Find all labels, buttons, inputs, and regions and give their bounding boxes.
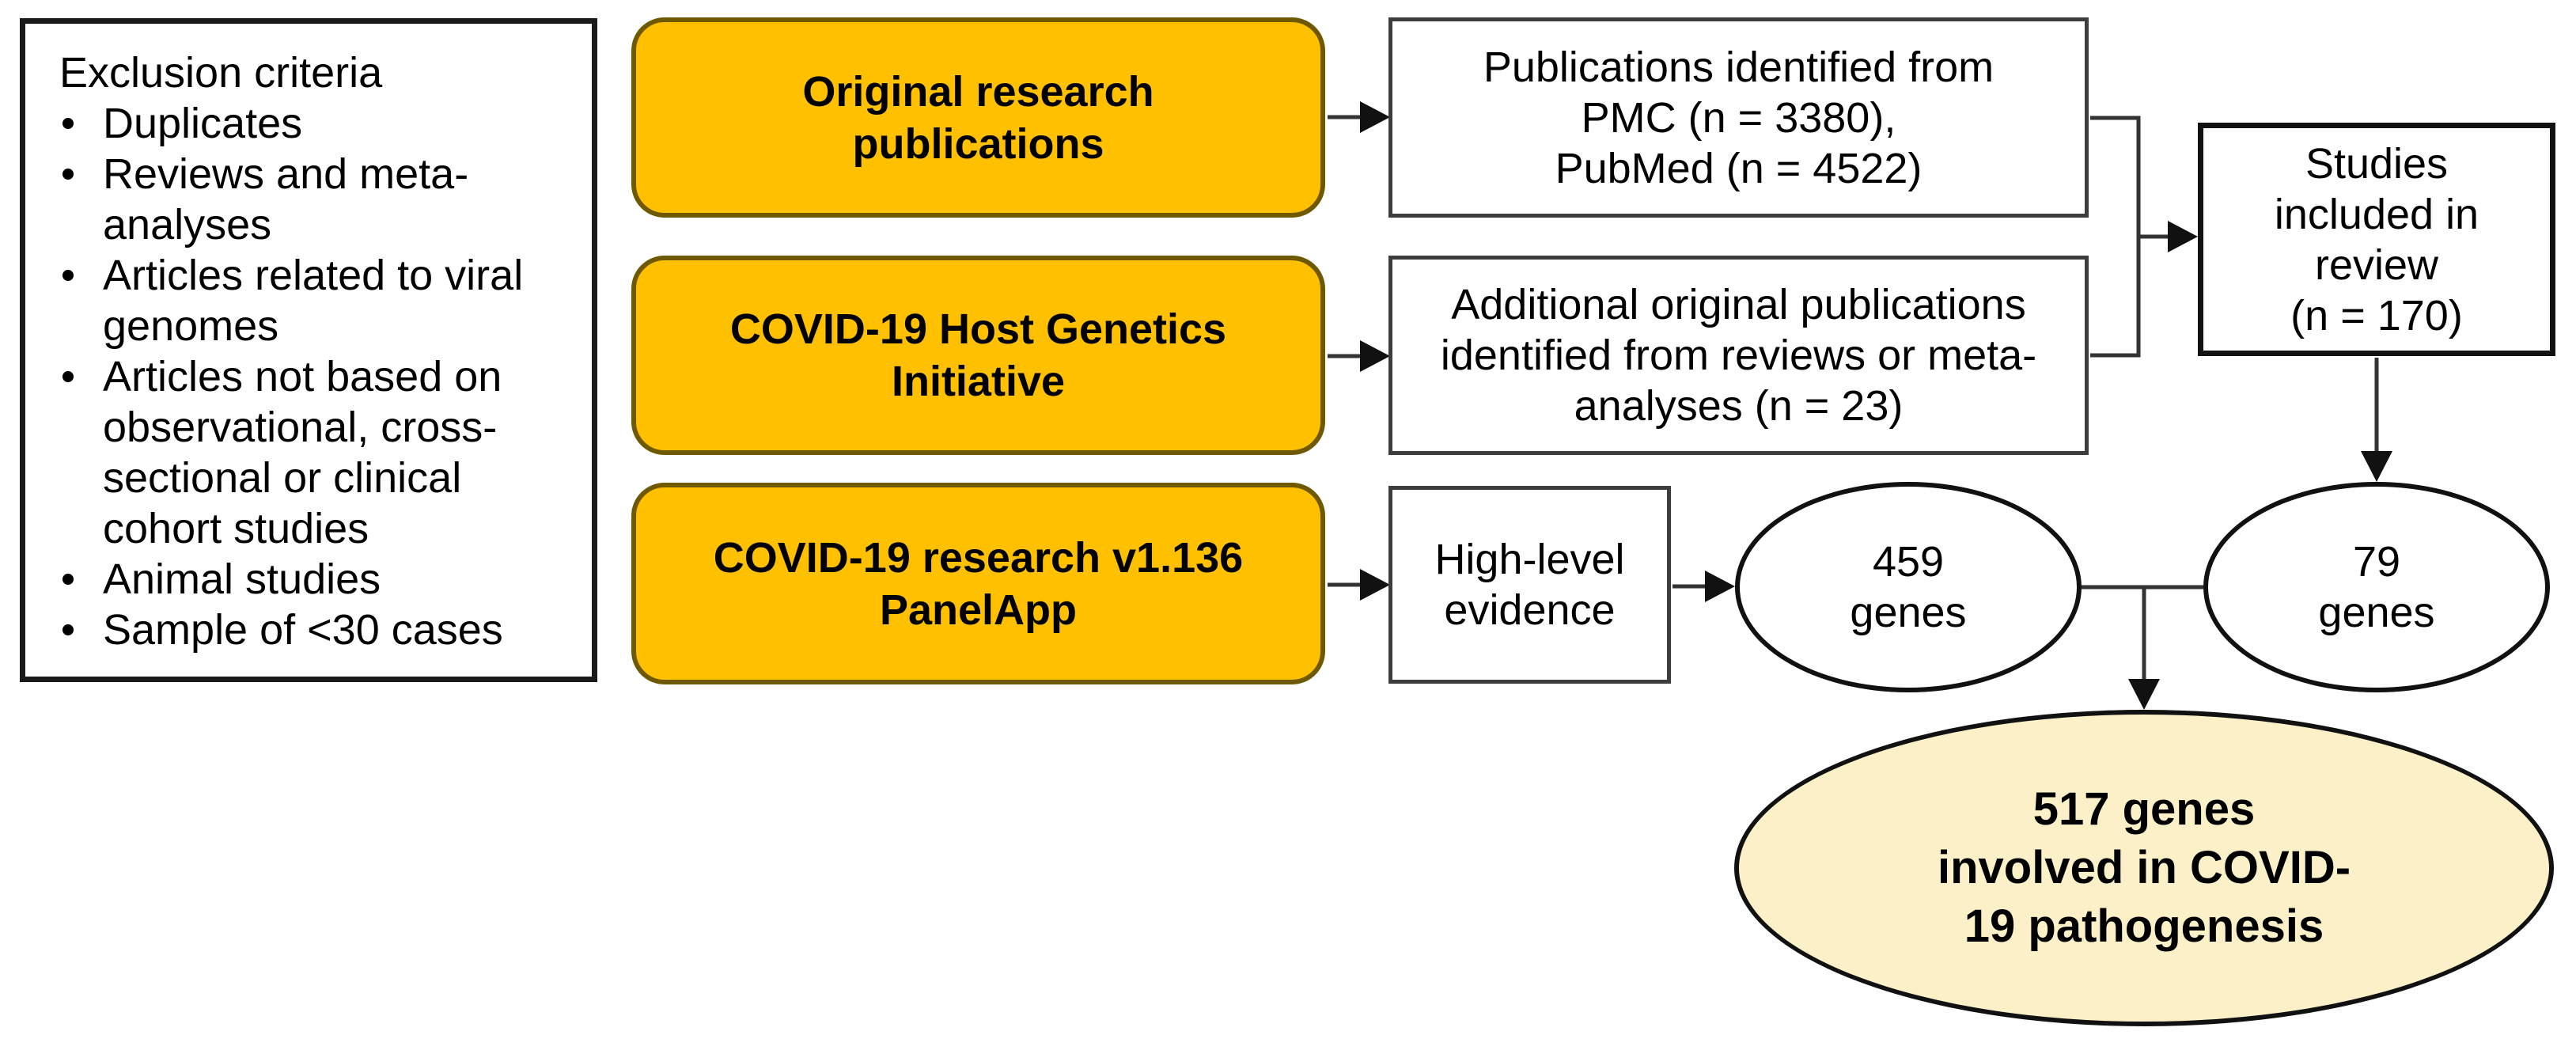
source-host-genetics-box: COVID-19 Host Genetics Initiative bbox=[631, 256, 1325, 455]
arrowhead-icon bbox=[1360, 569, 1390, 601]
additional-publications-label: Additional original publications identif… bbox=[1440, 281, 2037, 430]
bullet-icon bbox=[63, 624, 74, 635]
arrowhead-icon bbox=[1360, 101, 1390, 133]
genes-517-final-label: 517 genes involved in COVID- 19 pathogen… bbox=[1937, 783, 2351, 952]
genes-459-ellipse: 459 genes bbox=[1735, 482, 2082, 692]
exclusion-item: Articles related to viral genomes bbox=[59, 250, 578, 351]
studies-included-box: Studies included in review (n = 170) bbox=[2198, 123, 2555, 356]
genes-79-ellipse: 79 genes bbox=[2203, 482, 2550, 692]
high-level-evidence-label: High-level evidence bbox=[1434, 536, 1625, 634]
publications-identified-label: Publications identified from PMC (n = 33… bbox=[1483, 43, 1995, 192]
genes-79-label: 79 genes bbox=[2318, 538, 2435, 636]
bullet-icon bbox=[63, 574, 74, 585]
arrowhead-icon bbox=[2128, 679, 2160, 710]
exclusion-item: Sample of <30 cases bbox=[59, 605, 578, 655]
source-host-genetics-label: COVID-19 Host Genetics Initiative bbox=[729, 305, 1227, 405]
exclusion-title: Exclusion criteria bbox=[59, 49, 383, 97]
high-level-evidence-box: High-level evidence bbox=[1388, 486, 1671, 684]
exclusion-item: Animal studies bbox=[59, 554, 578, 605]
source-original-research-box: Original research publications bbox=[631, 17, 1325, 218]
arrowhead-icon bbox=[1360, 340, 1390, 372]
exclusion-item: Reviews and meta- analyses bbox=[59, 149, 578, 250]
bullet-icon bbox=[63, 118, 74, 129]
studies-included-label: Studies included in review (n = 170) bbox=[2274, 139, 2479, 339]
exclusion-item: Articles not based on observational, cro… bbox=[59, 351, 578, 554]
genes-517-final-ellipse: 517 genes involved in COVID- 19 pathogen… bbox=[1734, 710, 2554, 1026]
bullet-icon bbox=[63, 270, 74, 281]
exclusion-item: Duplicates bbox=[59, 98, 578, 149]
source-panelapp-box: COVID-19 research v1.136 PanelApp bbox=[631, 483, 1325, 684]
exclusion-list: Duplicates Reviews and meta- analyses Ar… bbox=[59, 98, 578, 655]
source-panelapp-label: COVID-19 research v1.136 PanelApp bbox=[713, 533, 1244, 634]
arrowhead-icon bbox=[2168, 221, 2198, 252]
bullet-icon bbox=[63, 169, 74, 180]
genes-459-label: 459 genes bbox=[1850, 538, 1967, 636]
exclusion-criteria-box: Exclusion criteria Duplicates Reviews an… bbox=[20, 18, 597, 682]
bullet-icon bbox=[63, 371, 74, 382]
elbow-merge-connector bbox=[2090, 116, 2141, 358]
additional-publications-box: Additional original publications identif… bbox=[1388, 256, 2089, 455]
arrowhead-icon bbox=[2361, 451, 2392, 482]
publications-identified-box: Publications identified from PMC (n = 33… bbox=[1388, 17, 2089, 218]
source-original-research-label: Original research publications bbox=[802, 67, 1154, 168]
arrowhead-icon bbox=[1705, 571, 1735, 602]
